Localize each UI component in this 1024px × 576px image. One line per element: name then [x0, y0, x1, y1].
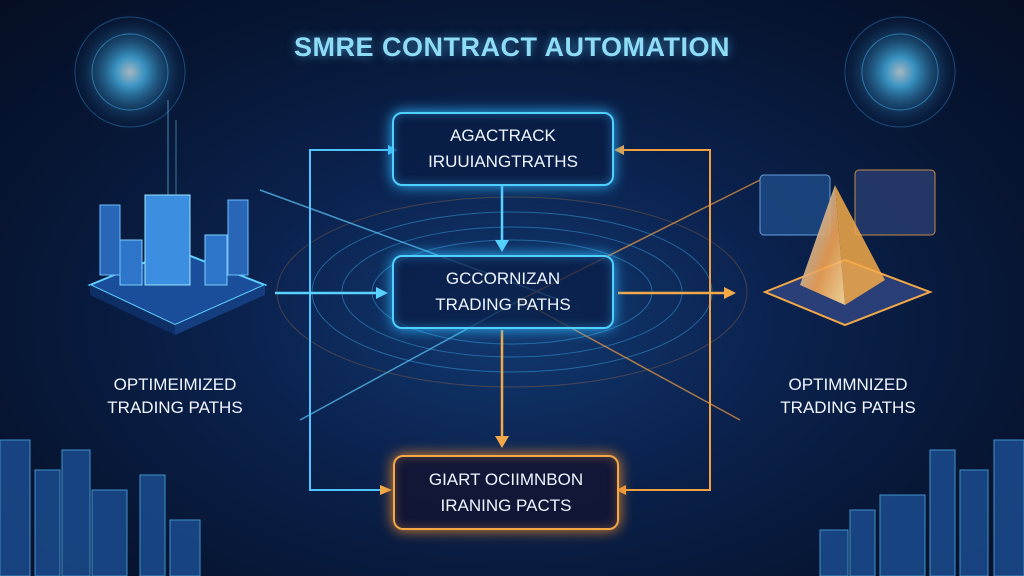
- step-box-backtrack: AGACTRACK IRUUIANGTRATHS: [392, 112, 614, 186]
- box-line-2: IRUUIANGTRATHS: [428, 152, 578, 171]
- box-line-1: GIART OCIIMNBON: [428, 469, 584, 489]
- right-label-line-1: OPTIMMNIZED: [788, 375, 908, 394]
- city-platform-icon: [87, 100, 268, 335]
- right-connector: [614, 145, 711, 495]
- step-box-smart-contract: GIART OCIIMNBON IRANING PACTS: [393, 455, 619, 530]
- page-title: SMRE CONTRACT AUTOMATION: [294, 32, 730, 62]
- step-box-optimization: GCCORNIZAN TRADING PATHS: [392, 255, 614, 329]
- left-connector: [309, 145, 398, 495]
- box-line-1: AGACTRACK: [450, 126, 556, 145]
- box-line-2: IRANING PACTS: [440, 495, 572, 515]
- left-label: OPTIMEIMIZED TRADING PATHS: [75, 373, 275, 419]
- flow-arrows: [275, 186, 736, 448]
- left-label-line-2: TRADING PATHS: [107, 398, 243, 417]
- right-label: OPTIMMNIZED TRADING PATHS: [748, 373, 948, 419]
- box-line-1: GCCORNIZAN: [445, 269, 561, 288]
- pyramid-platform-icon: [759, 169, 936, 327]
- box-line-2: TRADING PATHS: [435, 295, 571, 314]
- left-orb-icon: [70, 12, 190, 132]
- right-label-line-2: TRADING PATHS: [780, 398, 916, 417]
- right-skyline: [819, 439, 1024, 576]
- left-skyline: [0, 439, 201, 576]
- left-label-line-1: OPTIMEIMIZED: [113, 375, 237, 394]
- right-orb-icon: [840, 12, 960, 132]
